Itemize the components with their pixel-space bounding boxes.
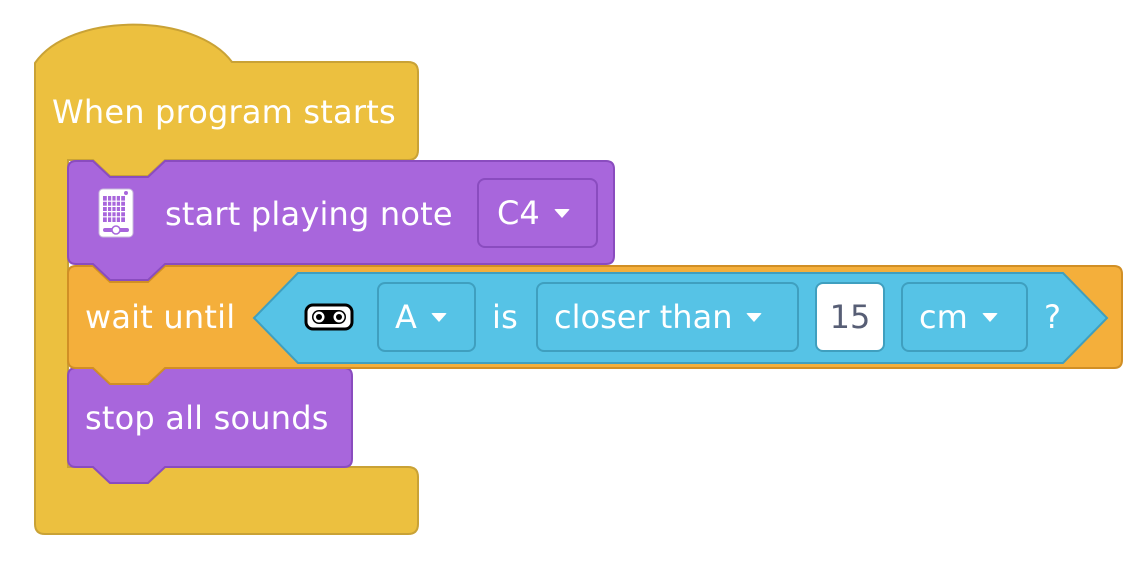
chevron-down-icon [553, 208, 570, 218]
distance-value: 15 [829, 298, 871, 336]
hat-block-label: When program starts [52, 93, 396, 131]
question-mark-label: ? [1044, 298, 1062, 336]
stop-block-label: stop all sounds [85, 399, 329, 437]
distance-sensor-icon [304, 303, 354, 331]
unit-dropdown-value: cm [919, 298, 968, 336]
port-dropdown[interactable]: A [377, 282, 476, 352]
comparison-dropdown[interactable]: closer than [536, 282, 799, 352]
distance-value-input[interactable]: 15 [815, 282, 885, 352]
chevron-down-icon [746, 312, 763, 322]
unit-dropdown[interactable]: cm [901, 282, 1028, 352]
hub-speaker-icon [98, 188, 134, 238]
chevron-down-icon [981, 312, 998, 322]
comparison-dropdown-value: closer than [554, 298, 733, 336]
port-dropdown-value: A [395, 298, 417, 336]
note-block-label: start playing note [165, 195, 453, 233]
is-label: is [492, 298, 518, 336]
note-dropdown[interactable]: C4 [477, 178, 598, 248]
note-dropdown-value: C4 [497, 194, 540, 232]
wait-block-label: wait until [85, 298, 236, 336]
chevron-down-icon [430, 312, 447, 322]
